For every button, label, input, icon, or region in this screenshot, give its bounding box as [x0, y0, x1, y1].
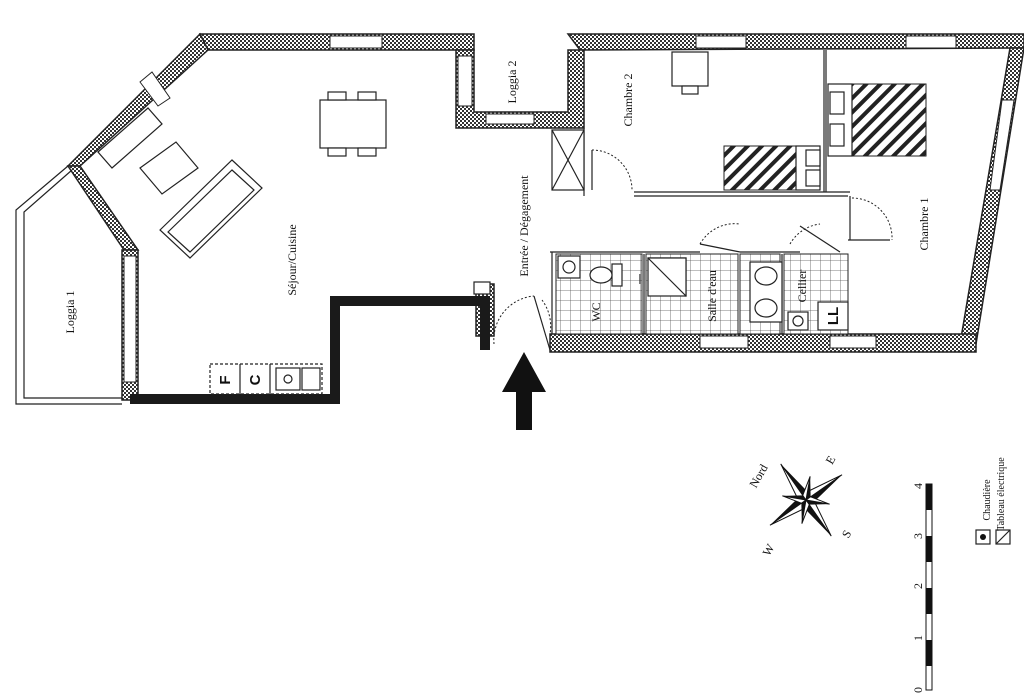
compass-west: W	[760, 541, 778, 558]
legend-panel: Tableau électrique	[996, 457, 1007, 531]
label-wc: WC	[589, 302, 603, 321]
legend-boiler: Chaudière	[982, 479, 993, 521]
scale-tick-3: 3	[911, 533, 925, 539]
windows	[123, 35, 1015, 383]
label-salle-eau: Salle d'eau	[705, 270, 719, 322]
compass-north: Nord	[746, 462, 770, 490]
sanitary-fixtures	[473, 129, 849, 331]
label-cooker: C	[247, 374, 264, 385]
legend: Chaudière Tableau électrique	[975, 457, 1011, 545]
label-loggia-2: Loggia 2	[505, 61, 519, 104]
appliance-labels: F C LL	[217, 307, 842, 386]
boiler-icon-dot	[980, 534, 986, 540]
interior-partitions	[550, 50, 890, 334]
label-washer: LL	[825, 307, 842, 325]
label-entree: Entrée / Dégagement	[517, 175, 531, 277]
doors	[493, 149, 893, 351]
label-fridge: F	[217, 375, 234, 384]
scale-ticks: 0 1 2 3 4	[911, 483, 925, 693]
scale-tick-2: 2	[911, 583, 925, 589]
scale-tick-1: 1	[911, 635, 925, 641]
label-sejour: Séjour/Cuisine	[285, 224, 299, 295]
scale-tick-4: 4	[911, 483, 925, 489]
compass-rose-icon	[769, 463, 843, 537]
room-labels: Séjour/Cuisine Loggia 1 Loggia 2 Chambre…	[63, 61, 931, 334]
loggia-1	[15, 165, 122, 405]
entry-arrow-icon	[502, 352, 546, 430]
label-cellier: Cellier	[795, 270, 809, 303]
furniture	[97, 51, 927, 395]
scale-tick-0: 0	[911, 687, 925, 693]
compass-east: E	[823, 453, 839, 466]
label-chambre-1: Chambre 1	[917, 198, 931, 251]
scale-bar	[925, 483, 933, 691]
label-chambre-2: Chambre 2	[621, 74, 635, 127]
label-loggia-1: Loggia 1	[63, 291, 77, 334]
compass-south: S	[839, 528, 854, 541]
